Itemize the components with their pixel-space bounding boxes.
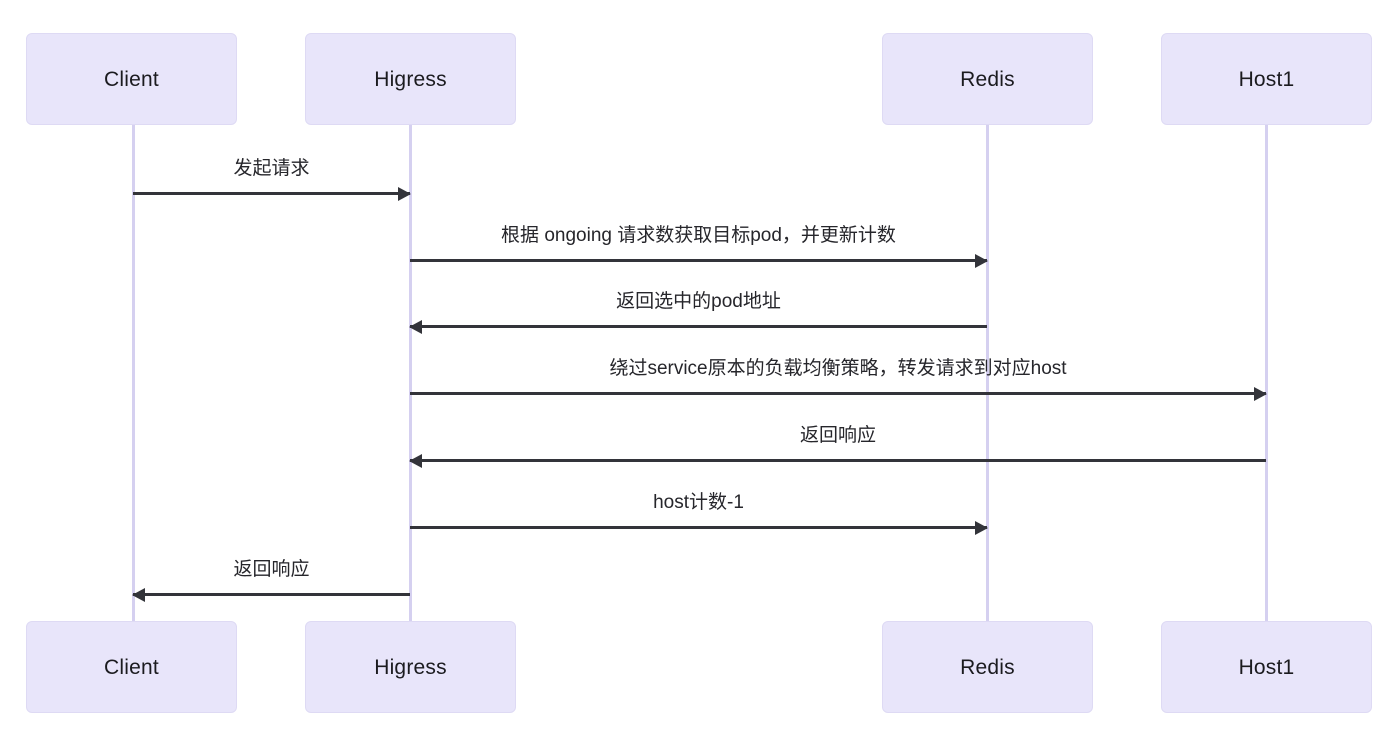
participant-label: Host1	[1238, 655, 1295, 679]
lifeline-higress	[409, 125, 412, 621]
arrowhead-left-icon	[132, 587, 145, 602]
participant-header-higress[interactable]: Higress	[305, 33, 516, 125]
lifeline-redis	[986, 125, 989, 621]
message-label: 根据 ongoing 请求数获取目标pod，并更新计数	[501, 225, 896, 246]
arrowhead-left-icon	[409, 453, 422, 468]
participant-footer-redis[interactable]: Redis	[882, 621, 1093, 713]
participant-footer-client[interactable]: Client	[26, 621, 237, 713]
message-label: 返回响应	[233, 559, 310, 580]
participant-footer-higress[interactable]: Higress	[305, 621, 516, 713]
arrowhead-right-icon	[975, 253, 988, 268]
participant-label: Client	[104, 655, 159, 679]
message-label: 发起请求	[233, 158, 310, 179]
participant-label: Higress	[374, 655, 447, 679]
lifeline-host1	[1265, 125, 1268, 621]
message-label: host计数-1	[653, 492, 744, 513]
arrowhead-right-icon	[1254, 386, 1267, 401]
message-line	[133, 192, 410, 195]
message-label: 返回选中的pod地址	[616, 291, 781, 312]
participant-header-redis[interactable]: Redis	[882, 33, 1093, 125]
arrowhead-left-icon	[409, 319, 422, 334]
message-line	[410, 259, 987, 262]
message-line	[410, 392, 1266, 395]
participant-label: Host1	[1238, 67, 1295, 91]
participant-label: Redis	[960, 655, 1015, 679]
message-line	[410, 325, 987, 328]
lifeline-client	[132, 125, 135, 621]
participant-header-host1[interactable]: Host1	[1161, 33, 1372, 125]
message-line	[410, 459, 1266, 462]
message-label: 返回响应	[799, 425, 876, 446]
message-label: 绕过service原本的负载均衡策略，转发请求到对应host	[609, 358, 1067, 379]
participant-label: Client	[104, 67, 159, 91]
arrowhead-right-icon	[975, 520, 988, 535]
message-line	[133, 593, 410, 596]
arrowhead-right-icon	[398, 186, 411, 201]
participant-footer-host1[interactable]: Host1	[1161, 621, 1372, 713]
participant-label: Higress	[374, 67, 447, 91]
participant-label: Redis	[960, 67, 1015, 91]
message-line	[410, 526, 987, 529]
participant-header-client[interactable]: Client	[26, 33, 237, 125]
